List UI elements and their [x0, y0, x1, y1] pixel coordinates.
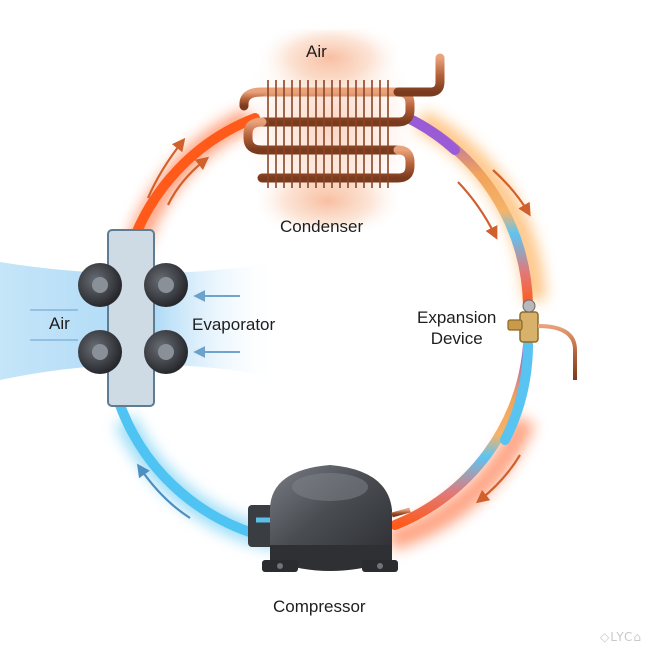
flow-arrow-icon [146, 137, 531, 504]
condenser-label: Condenser [280, 217, 364, 236]
fan-icon [78, 263, 188, 374]
expansion-device-label: Expansion Device [417, 307, 496, 349]
flow-arrow-icon [137, 463, 191, 519]
expansion-device-label-line2: Device [430, 329, 483, 348]
watermark: ◇LYC⌂ [600, 630, 642, 644]
compressor-icon [248, 465, 411, 572]
refrigerant-loop [115, 113, 533, 545]
evaporator-air-label: Air [49, 314, 70, 333]
expansion-device-label-line1: Expansion [417, 308, 497, 327]
condenser-air-cloud [235, 18, 425, 240]
condenser-coil-icon [239, 53, 445, 188]
evaporator-label: Evaporator [192, 315, 276, 334]
compressor-label: Compressor [273, 597, 366, 616]
pipe-condenser-to-evaporator [125, 113, 260, 255]
valve-icon [507, 299, 577, 380]
condenser-air-label: Air [306, 42, 327, 61]
